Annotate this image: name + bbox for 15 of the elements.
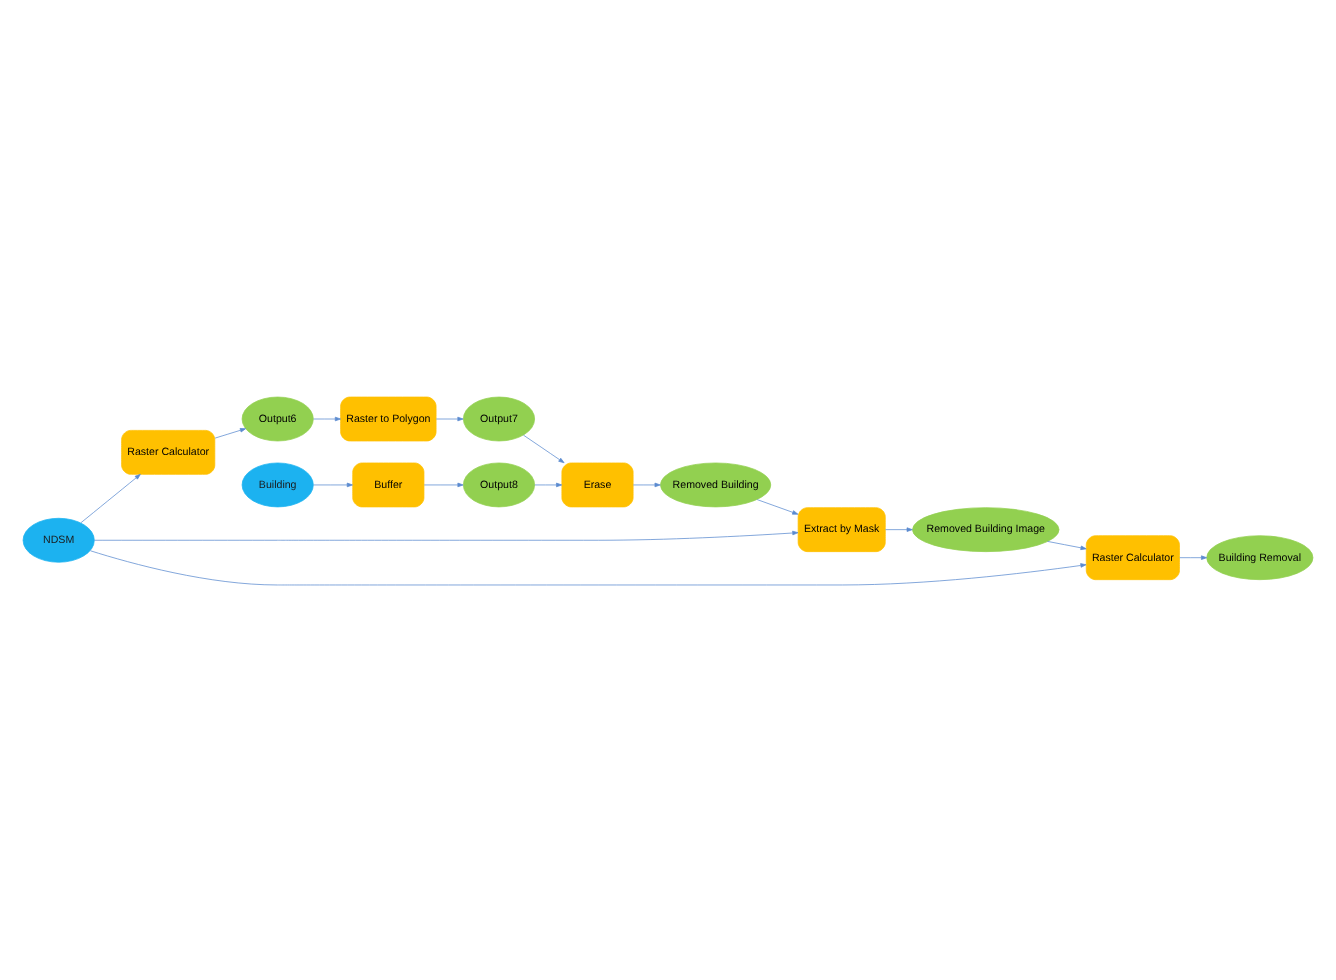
arrow [94, 529, 799, 540]
arrow [313, 415, 341, 421]
arrow [423, 481, 464, 487]
arrow [632, 481, 661, 487]
arrow [1047, 540, 1087, 550]
arrow [313, 481, 353, 487]
arrow [1179, 554, 1208, 559]
arrow [435, 415, 464, 421]
arrow [534, 481, 563, 487]
arrow [885, 526, 913, 531]
arrow [80, 473, 141, 523]
arrow [756, 498, 799, 514]
arrow [90, 549, 1087, 585]
arrow [523, 433, 565, 463]
arrow [214, 427, 246, 438]
